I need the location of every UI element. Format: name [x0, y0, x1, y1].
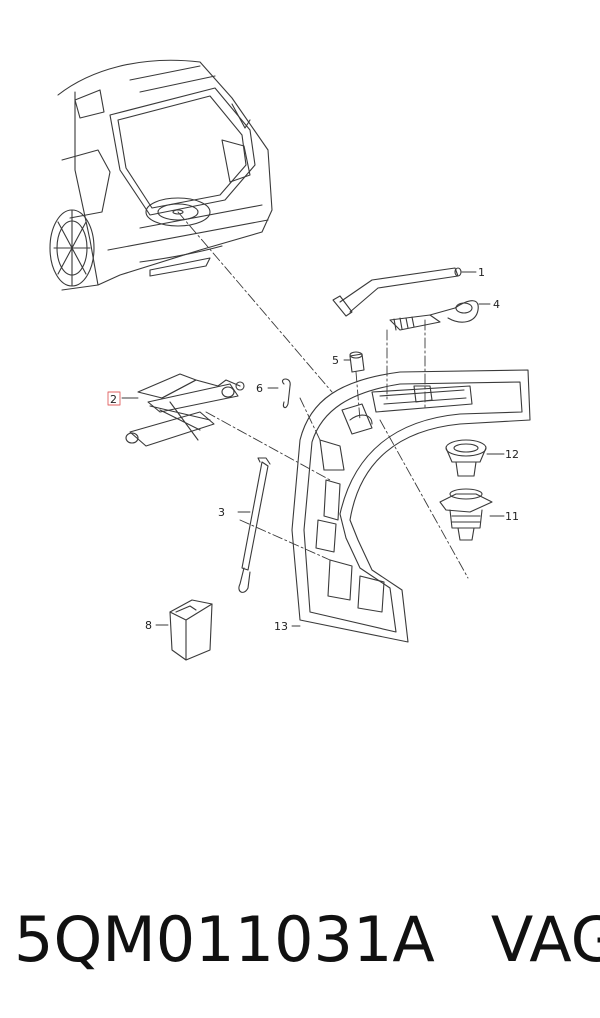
part-12-threaded-cup: [445, 439, 505, 477]
part-8-storage-bag: [155, 599, 213, 661]
brand-label: VAG: [490, 903, 600, 976]
callout-2: 2: [110, 393, 117, 406]
part-4-towing-eye: [389, 300, 491, 331]
part-number: 5QM011031A: [14, 903, 435, 976]
callout-labels: 1 2 3 4 5 6 8 11 12 13: [110, 266, 519, 633]
callout-1: 1: [478, 266, 485, 279]
leader-lines: [177, 211, 469, 579]
part-6-clip: [267, 378, 291, 409]
vehicle-rear-illustration: [49, 59, 273, 291]
callout-6: 6: [256, 382, 263, 395]
callout-4: 4: [493, 298, 500, 311]
part-13-tool-tray-insert: [291, 369, 531, 643]
part-1-wheel-brace: [332, 267, 477, 317]
callout-2-highlight-box: [107, 391, 121, 406]
part-3-crank-rod: [237, 457, 271, 593]
part-11-wing-bolt: [439, 488, 505, 541]
part-2-scissor-jack: [121, 373, 245, 447]
caption: 5QM011031A VAG: [14, 900, 600, 980]
callout-13: 13: [274, 620, 288, 633]
callout-12: 12: [505, 448, 519, 461]
part-5-cap: [343, 351, 365, 373]
callout-5: 5: [332, 354, 339, 367]
callout-11: 11: [505, 510, 519, 523]
callout-3: 3: [218, 506, 225, 519]
callout-8: 8: [145, 619, 152, 632]
